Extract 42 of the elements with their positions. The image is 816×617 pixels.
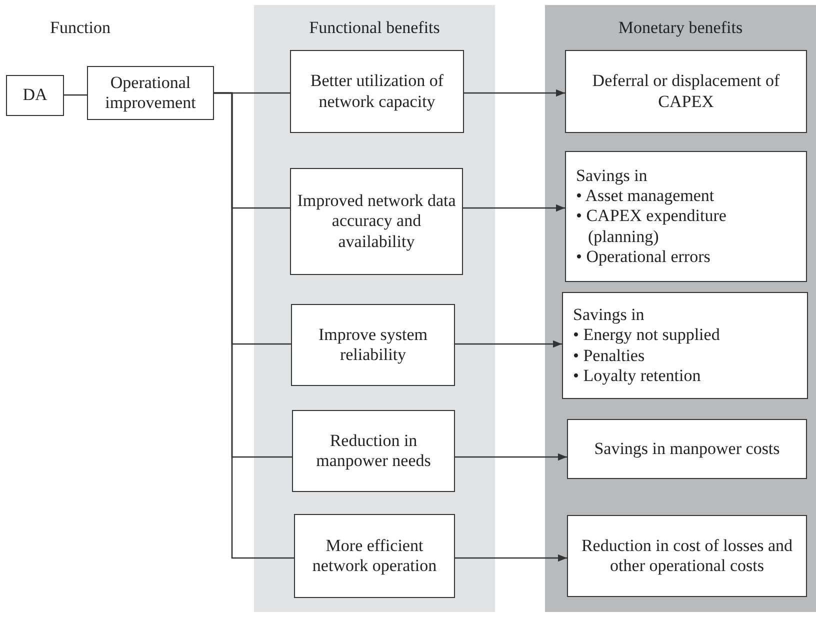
process-box xyxy=(565,50,807,133)
arrow xyxy=(455,453,567,461)
arrow xyxy=(463,204,565,212)
connector-line xyxy=(64,94,87,96)
process-box xyxy=(291,304,455,386)
process-box xyxy=(565,151,807,282)
connector-line xyxy=(214,92,294,559)
process-box xyxy=(567,515,807,597)
process-box xyxy=(290,168,463,275)
arrow xyxy=(455,340,562,348)
column-heading: Monetary benefits xyxy=(618,18,743,38)
box-text: Improve system reliability xyxy=(317,324,429,366)
box-text: More efficient network operation xyxy=(311,536,438,576)
box-text: Better utilization of network capacity xyxy=(309,71,445,112)
box-text: Reduction in manpower needs xyxy=(315,430,432,472)
process-box xyxy=(292,410,455,492)
bullet-item: • Loyalty retention xyxy=(573,366,702,386)
arrow xyxy=(464,89,565,97)
column-heading: Functional benefits xyxy=(309,18,440,38)
arrow xyxy=(455,554,567,562)
process-box xyxy=(6,75,64,116)
process-box xyxy=(562,292,808,399)
box-text: Savings in manpower costs xyxy=(594,438,780,460)
box-text: Deferral or displacement of CAPEX xyxy=(591,71,781,112)
process-box xyxy=(87,66,214,120)
column-heading: Function xyxy=(50,18,110,38)
box-text: Operational improvement xyxy=(104,72,197,114)
list-heading: Savings in xyxy=(576,166,648,186)
column-band xyxy=(545,5,816,612)
bullet-item: • Penalties xyxy=(573,346,646,366)
bullet-item: • Energy not supplied xyxy=(573,325,720,346)
bullet-item: • Asset management xyxy=(576,186,716,206)
box-text: Improved network data accuracy and availability xyxy=(297,190,456,252)
box-text: Reduction in cost of losses and other operational costs xyxy=(580,536,794,576)
list-heading: Savings in xyxy=(573,304,646,326)
process-box xyxy=(567,419,807,479)
process-box xyxy=(294,514,455,598)
bullet-item: • Operational errors xyxy=(576,247,712,268)
box-text: DA xyxy=(22,85,48,106)
bullet-item: • CAPEX expenditure (planning) xyxy=(576,206,728,248)
column-band xyxy=(254,5,495,612)
process-box xyxy=(290,50,464,133)
